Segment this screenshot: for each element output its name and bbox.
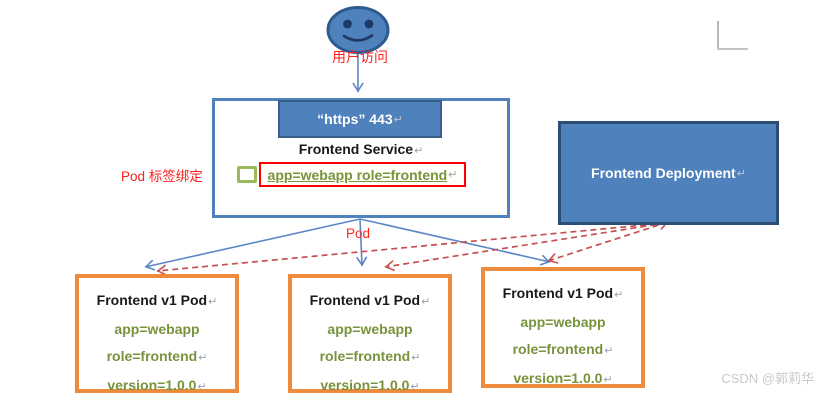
pod-label-app: app=webapp — [114, 321, 200, 337]
service-selector-chip: app=webapp role=frontend↵ — [259, 162, 466, 187]
pod-label-role: role=frontend↵ — [319, 348, 421, 364]
user-access-label: 用户访问 — [332, 49, 388, 65]
pod-label-role: role=frontend↵ — [106, 348, 208, 364]
pod-label-version: version=1.0.0↵ — [513, 370, 613, 386]
line-break-mark: ↵ — [448, 169, 458, 181]
arrow-service-to-pod1 — [144, 218, 361, 271]
service-port-label: “https” 443 — [317, 111, 393, 127]
deployment-name: Frontend Deployment — [591, 165, 736, 181]
line-break-mark: ↵ — [393, 113, 403, 126]
selector-checkbox-icon — [237, 166, 257, 183]
service-name: Frontend Service↵ — [298, 141, 424, 157]
line-break-mark: ↵ — [410, 381, 420, 393]
pod-title: Frontend v1 Pod↵ — [96, 292, 218, 308]
line-break-mark: ↵ — [421, 296, 431, 308]
pod-binding-label: Pod 标签绑定 — [121, 169, 203, 184]
watermark: CSDN @郭莉华 — [721, 371, 814, 386]
pod-box-1: Frontend v1 Pod↵ app=webapp role=fronten… — [75, 274, 239, 393]
page-corner-mark — [717, 21, 748, 50]
line-break-mark: ↵ — [411, 352, 421, 364]
line-break-mark: ↵ — [614, 289, 624, 301]
line-break-mark: ↵ — [198, 352, 208, 364]
arrow-service-to-pod2 — [355, 218, 368, 267]
frontend-deployment-box: Frontend Deployment↵ — [558, 121, 779, 225]
pod-title: Frontend v1 Pod↵ — [502, 285, 624, 301]
line-break-mark: ↵ — [604, 345, 614, 357]
pod-label-role: role=frontend↵ — [512, 341, 614, 357]
arrow-service-to-pod3 — [359, 218, 551, 266]
pod-arrow-label: Pod — [346, 226, 371, 241]
pod-title: Frontend v1 Pod↵ — [309, 292, 431, 308]
service-selector-text: app=webapp role=frontend — [267, 166, 448, 183]
line-break-mark: ↵ — [736, 167, 746, 180]
line-break-mark: ↵ — [197, 381, 207, 393]
pod-label-app: app=webapp — [327, 321, 413, 337]
line-break-mark: ↵ — [208, 296, 218, 308]
pod-label-version: version=1.0.0↵ — [107, 377, 207, 393]
pod-box-2: Frontend v1 Pod↵ app=webapp role=fronten… — [288, 274, 452, 393]
arrow-deployment-to-pod2 — [384, 222, 667, 272]
service-port-box: “https” 443↵ — [278, 100, 442, 138]
line-break-mark: ↵ — [414, 145, 424, 157]
pod-label-app: app=webapp — [520, 314, 606, 330]
user-icon — [326, 6, 390, 54]
line-break-mark: ↵ — [603, 374, 613, 386]
pod-label-version: version=1.0.0↵ — [320, 377, 420, 393]
pod-box-3: Frontend v1 Pod↵ app=webapp role=fronten… — [481, 267, 645, 388]
arrow-deployment-to-pod3 — [547, 219, 669, 264]
